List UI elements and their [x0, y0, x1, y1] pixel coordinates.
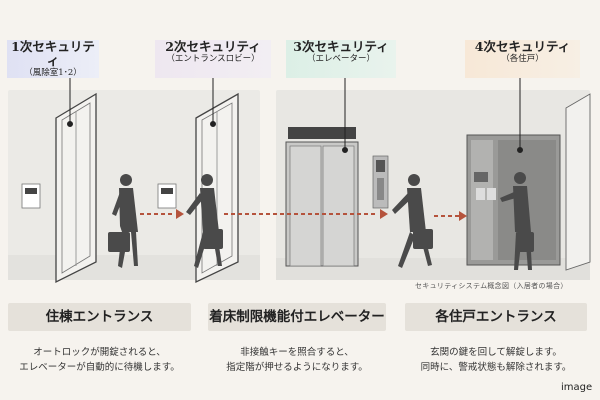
desc-line: 玄関の鍵を回して解錠します。 — [430, 347, 562, 358]
level-3-header: 3次セキュリティ （エレベーター） — [286, 40, 396, 78]
desc-line: オートロックが開錠されると、 — [33, 347, 166, 358]
caption-elevator-desc: 非接触キーを照合すると、 指定階が押せるようになります。 — [208, 345, 386, 375]
intercom-panel-icon — [157, 183, 177, 209]
desc-line: エレベーターが自動的に待機します。 — [19, 362, 180, 373]
level-2-subtitle: （エントランスロビー） — [166, 54, 260, 64]
dotted-arrow-icon — [176, 209, 467, 221]
caption-dwelling-title: 各住戸エントランス — [405, 303, 587, 331]
door-icon — [466, 134, 561, 266]
desc-line: 指定階が押せるようになります。 — [226, 362, 368, 373]
level-2-header: 2次セキュリティ （エントランスロビー） — [155, 40, 271, 78]
caption-dwelling-desc: 玄関の鍵を回して解錠します。 同時に、警戒状態も解除されます。 — [405, 345, 587, 375]
caption-entrance-desc: オートロックが開錠されると、 エレベーターが自動的に待機します。 — [8, 345, 191, 375]
level-4-title: 4次セキュリティ — [474, 39, 571, 54]
level-4-subtitle: （各住戸） — [501, 54, 544, 64]
person-silhouette-icon — [186, 174, 223, 268]
desc-line: 非接触キーを照合すると、 — [240, 347, 354, 358]
person-silhouette-icon — [500, 172, 534, 270]
caption-elevator-title: 着床制限機能付エレベーター — [208, 303, 386, 331]
level-4-header: 4次セキュリティ （各住戸） — [465, 40, 580, 78]
glass-door-1 — [55, 92, 97, 284]
level-1-header: 1次セキュリティ （風除室1･2） — [7, 40, 99, 78]
level-1-subtitle: （風除室1･2） — [24, 68, 82, 78]
right-wall — [565, 93, 591, 271]
elevator-icon — [285, 127, 389, 267]
person-silhouette-icon — [392, 174, 433, 268]
level-3-subtitle: （エレベーター） — [306, 54, 375, 64]
person-silhouette-icon — [108, 174, 138, 268]
diagram-note: セキュリティシステム概念図（入居者の場合） — [415, 282, 568, 290]
image-label: image — [561, 382, 593, 393]
desc-line: 同時に、警戒状態も解除されます。 — [420, 362, 572, 373]
level-1-title: 1次セキュリティ — [11, 39, 95, 68]
level-pointers — [67, 78, 523, 153]
level-3-title: 3次セキュリティ — [293, 39, 389, 54]
caption-entrance-title: 住棟エントランス — [8, 303, 191, 331]
level-2-title: 2次セキュリティ — [165, 39, 261, 54]
intercom-panel-icon — [21, 183, 41, 209]
dotted-arrow-line — [140, 213, 459, 217]
